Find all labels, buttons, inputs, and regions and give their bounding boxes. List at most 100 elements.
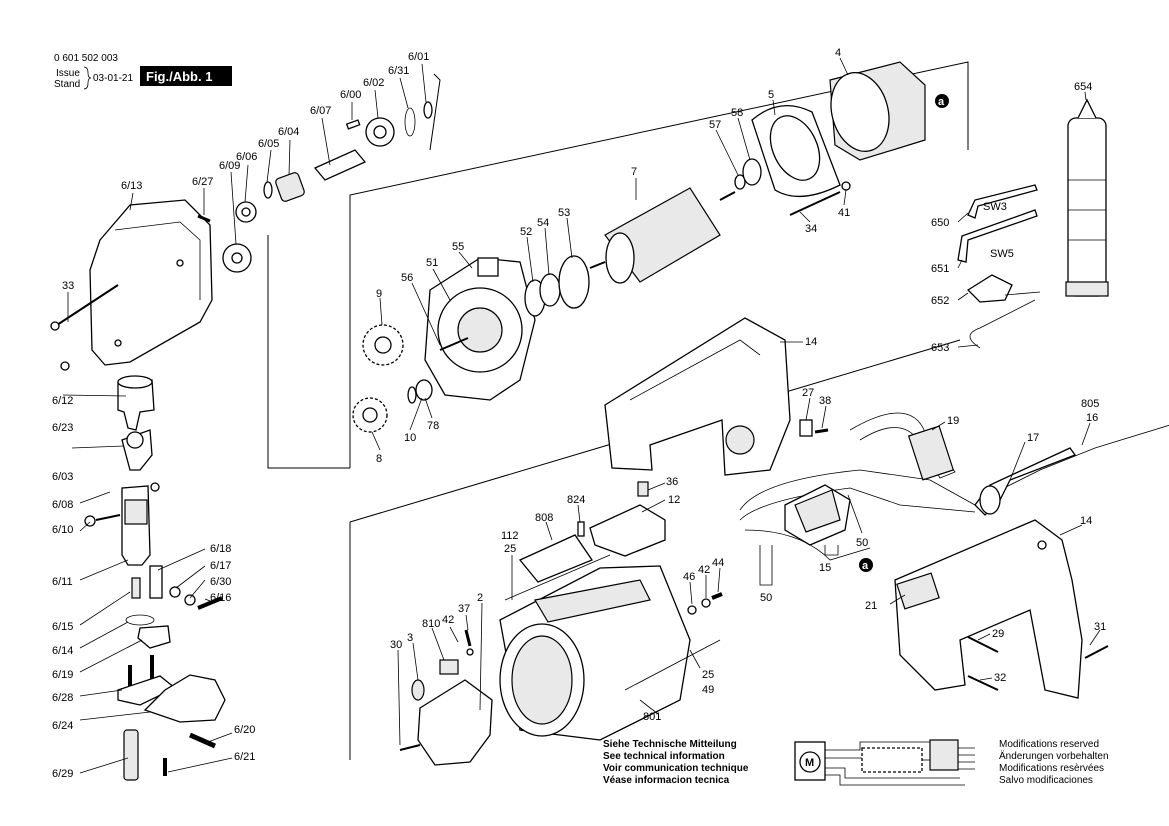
leader-lines [62,57,1101,774]
marker-sw5: SW5 [990,248,1014,260]
label-12: 12 [668,494,680,506]
label-801: 801 [643,711,661,723]
note-mod-de: Änderungen vorbehalten [999,750,1109,762]
marker-a-bottom: a [859,558,873,572]
label-6-11: 6/11 [52,576,73,588]
label-6-10: 6/10 [52,524,73,536]
label-10: 10 [404,432,416,444]
stand-label: Stand [54,79,80,90]
label-21: 21 [865,600,877,612]
label-32: 32 [994,672,1006,684]
label-31: 31 [1094,621,1106,633]
label-9: 9 [376,288,382,300]
label-50-left: 50 [760,592,772,604]
note-mod-en: Modifications reserved [999,739,1099,750]
label-6-14: 6/14 [52,645,73,657]
label-29: 29 [992,628,1004,640]
marker-a-top: a [935,94,949,108]
label-653: 653 [931,342,949,354]
label-810: 810 [422,618,440,630]
label-6-19: 6/19 [52,669,73,681]
label-52: 52 [520,226,532,238]
note-technical-en: See technical information [603,751,725,762]
tools-group: SW3 SW5 [957,98,1109,349]
label-2: 2 [477,592,483,604]
label-50-right: 50 [856,537,868,549]
label-58: 58 [731,107,743,119]
label-6-31: 6/31 [388,65,409,77]
marker-sw3: SW3 [983,201,1007,213]
label-42-top: 42 [698,564,710,576]
label-6-00: 6/00 [340,89,361,101]
svg-text:M: M [805,757,814,769]
label-6-12: 6/12 [52,395,73,407]
figure-badge [140,66,232,86]
label-38: 38 [819,395,831,407]
label-25-top: 25 [504,543,516,555]
label-33: 33 [62,280,74,292]
label-15: 15 [819,562,831,574]
label-54: 54 [537,217,549,229]
label-6-30: 6/30 [210,576,231,588]
handle-switch-group [399,317,1169,766]
wiring-schematic-icon: M [794,739,975,786]
label-17: 17 [1027,432,1039,444]
label-34: 34 [805,223,817,235]
part-number: 0 601 502 003 [54,53,118,64]
label-8: 8 [376,453,382,465]
label-6-04: 6/04 [278,126,299,138]
figure-label: Fig./Abb. 1 [146,69,212,84]
label-805: 805 [1081,398,1099,410]
modifications-note: Modifications reserved Änderungen vorbeh… [999,739,1109,786]
label-6-05: 6/05 [258,138,279,150]
note-mod-es: Salvo modificaciones [999,775,1093,786]
label-25-bottom: 25 [702,669,714,681]
head-housing [89,199,213,366]
label-19: 19 [947,415,959,427]
note-mod-fr: Modifications resèrvées [999,763,1104,774]
label-650: 650 [931,217,949,229]
label-36: 36 [666,476,678,488]
header-block: 0 601 502 003 Issue Stand 03-01-21 Fig./… [54,53,232,90]
issue-label: Issue [56,68,80,79]
label-4: 4 [835,47,841,59]
technical-note: Siehe Technische Mitteilung See technica… [603,739,749,786]
date-value: 03-01-21 [93,73,133,84]
label-6-03: 6/03 [52,471,73,483]
gear-armature-group [352,61,926,433]
label-56: 56 [401,272,413,284]
label-6-09: 6/09 [219,160,240,172]
label-53: 53 [558,207,570,219]
label-42-bottom: 42 [442,614,454,626]
label-5: 5 [768,89,774,101]
label-3: 3 [407,632,413,644]
label-808: 808 [535,512,553,524]
label-824: 824 [567,494,585,506]
label-6-21: 6/21 [234,751,255,763]
label-46: 46 [683,571,695,583]
label-37: 37 [458,603,470,615]
svg-text:a: a [862,560,869,572]
label-652: 652 [931,295,949,307]
note-technical-de: Siehe Technische Mitteilung [603,739,737,750]
label-30: 30 [390,639,402,651]
label-6-18: 6/18 [210,543,231,555]
label-6-20: 6/20 [234,724,255,736]
label-6-23: 6/23 [52,422,73,434]
label-6-17: 6/17 [210,560,231,572]
label-6-29: 6/29 [52,768,73,780]
brace-icon [83,66,92,90]
label-6-07: 6/07 [310,105,331,117]
label-654: 654 [1074,81,1092,93]
label-6-15: 6/15 [52,621,73,633]
label-16: 16 [1086,412,1098,424]
shear-head-parts [50,101,433,781]
label-55: 55 [452,241,464,253]
label-49: 49 [702,684,714,696]
label-112: 112 [501,530,519,542]
label-7: 7 [631,166,637,178]
label-27: 27 [802,387,814,399]
part-labels: 6/13 6/27 6/09 6/06 6/05 6/04 6/07 6/00 … [52,47,1106,780]
label-6-16: 6/16 [210,592,231,604]
